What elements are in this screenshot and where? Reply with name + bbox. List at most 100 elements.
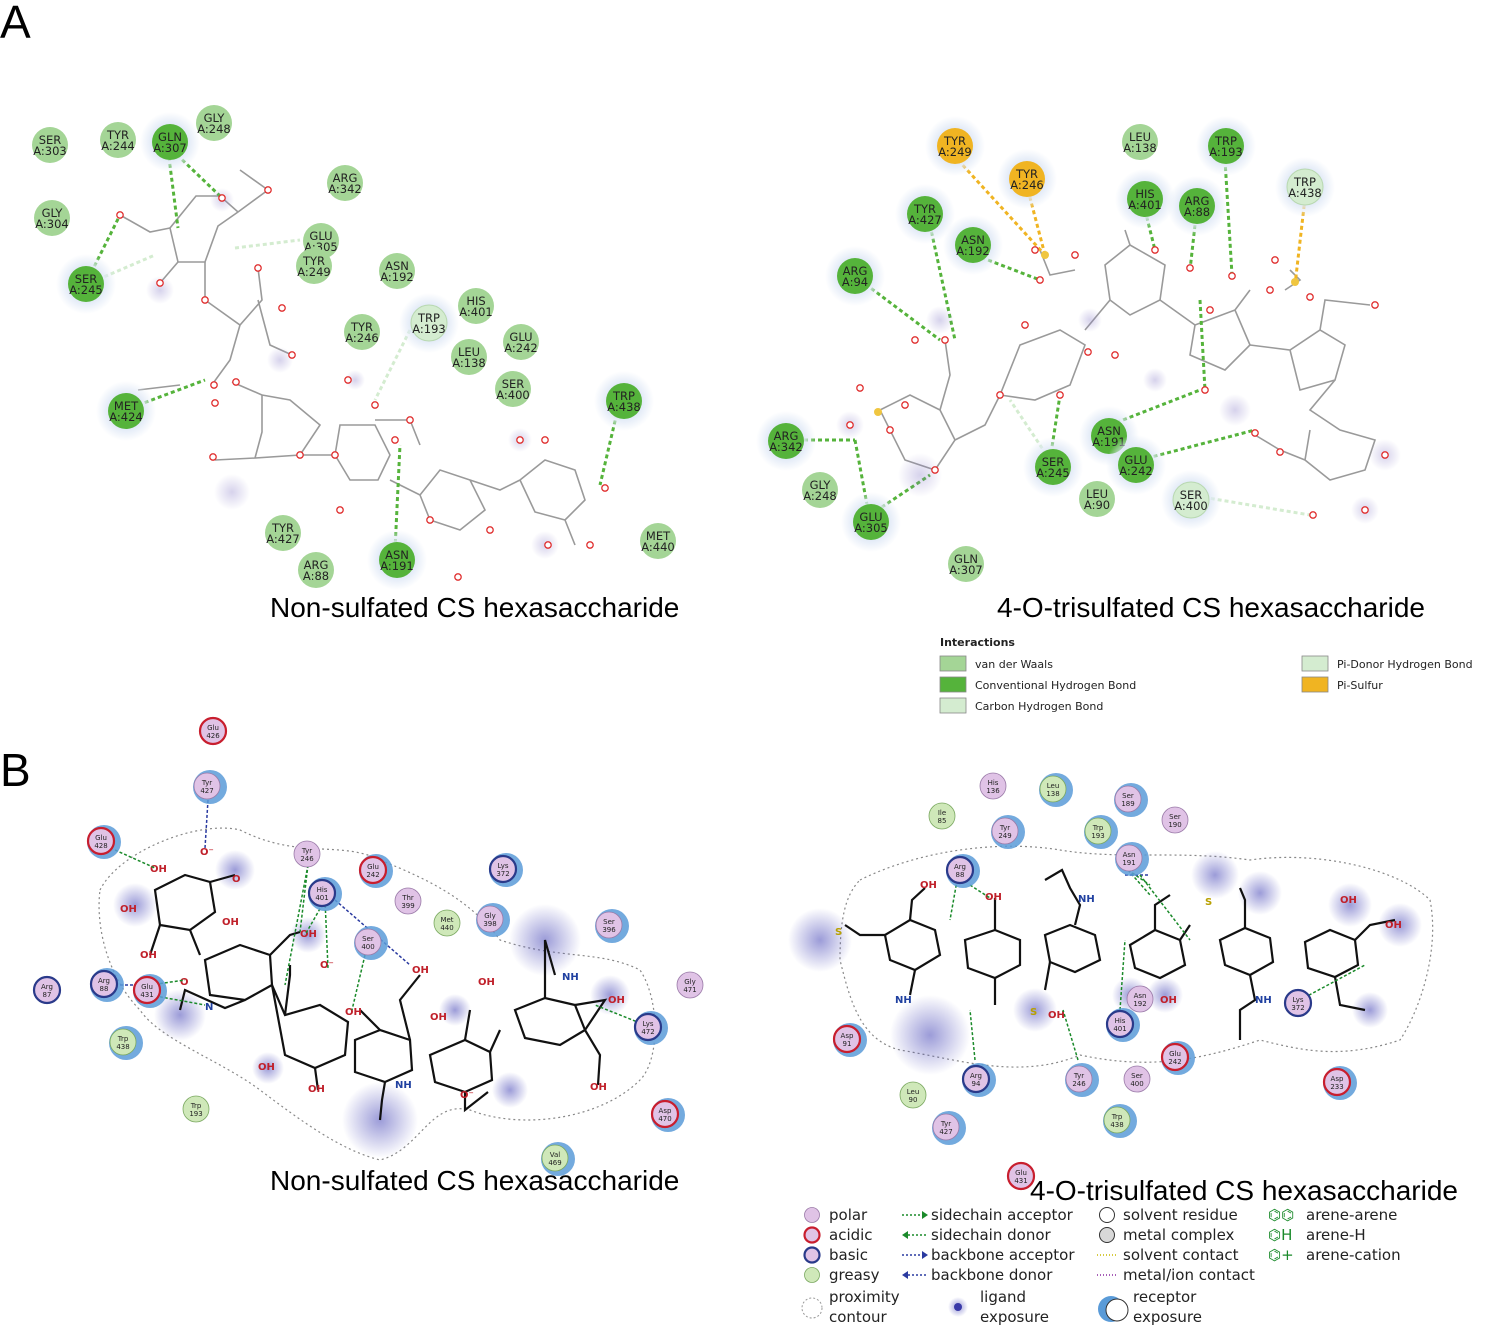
atom-oh: OH (120, 904, 137, 915)
residue-name: His (317, 886, 328, 894)
atom-oh: OH (140, 950, 157, 961)
residue-name: TRP (612, 389, 635, 403)
residue-id: 472 (641, 1028, 654, 1036)
residue-id: A:90 (1084, 498, 1110, 512)
residue-id: A:424 (109, 410, 143, 424)
residue-name: GLN (158, 130, 182, 144)
legend-label: sidechain donor (931, 1226, 1052, 1244)
residue-id: A:248 (803, 489, 837, 503)
residue-id: 94 (972, 1080, 981, 1088)
residue-id: A:244 (101, 139, 135, 153)
residue-name: ASN (385, 548, 409, 562)
residue-id: A:401 (459, 305, 493, 319)
atom-ho: OH (1048, 1010, 1065, 1021)
residue-id: 431 (1014, 1177, 1027, 1185)
residue-id: A:307 (153, 141, 187, 155)
legend-label: greasy (829, 1266, 880, 1284)
legend-label: metal/ion contact (1123, 1266, 1255, 1284)
residue-id: 438 (1110, 1121, 1123, 1129)
atom-s: S (835, 927, 842, 938)
panel-letter-b: B (0, 744, 31, 796)
residue-name: MET (114, 399, 139, 413)
residue-name: Tyr (940, 1120, 951, 1128)
residue-name: ARG (304, 558, 329, 572)
legend-label: exposure (980, 1308, 1049, 1326)
residue-name: Arg (98, 977, 110, 985)
residue-name: TYR (943, 134, 966, 148)
residue-name: LEU (458, 345, 480, 359)
atom-oh: OH (308, 1084, 325, 1095)
residue-name: Ser (362, 935, 374, 943)
atom-oh: OH (1385, 920, 1402, 931)
residue-name: Val (550, 1151, 561, 1159)
residue-id: A:138 (1123, 141, 1157, 155)
residue-name: Glu (95, 834, 107, 842)
residue-name: TRP (1214, 134, 1237, 148)
residue-name: Glu (141, 983, 153, 991)
residue-name: Arg (41, 983, 53, 991)
residue-name: MET (646, 529, 671, 543)
residue-id: 440 (440, 924, 453, 932)
residue-name: Glu (367, 863, 379, 871)
atom-oh: OH (608, 995, 625, 1006)
residue-id: A:138 (452, 356, 486, 370)
residue-name: Trp (117, 1035, 129, 1043)
residue-id: A:249 (938, 145, 972, 159)
residue-id: 372 (1291, 1004, 1304, 1012)
residue-name: TYR (913, 202, 936, 216)
residue-id: 427 (200, 787, 213, 795)
panel-letter-a: A (0, 0, 31, 48)
arene-icon: ⌬+ (1268, 1246, 1294, 1264)
residue-name: GLU (309, 229, 332, 243)
residue-id: A:440 (641, 540, 675, 554)
legend-solv-contact: solvent contact (1097, 1246, 1239, 1264)
legend-basic: basic (803, 1246, 868, 1264)
legend-label: backbone acceptor (931, 1246, 1075, 1264)
residue-name: SER (1180, 488, 1203, 502)
residue-id: A:305 (854, 521, 888, 535)
legend-metal: metal complex (1099, 1226, 1235, 1244)
residue-id: A:94 (842, 275, 868, 289)
residue-id: 91 (843, 1040, 852, 1048)
residue-name: Glu (1169, 1050, 1181, 1058)
residue-id: A:88 (303, 569, 329, 583)
residue-id: 190 (1168, 821, 1181, 829)
residue-name: ASN (1097, 424, 1121, 438)
legend-item: Conventional Hydrogen Bond (939, 676, 1136, 693)
residue-name: TYR (350, 320, 373, 334)
residue-id: 398 (483, 920, 496, 928)
title-b-right: 4-O-trisulfated CS hexasaccharide (1030, 1175, 1458, 1206)
residue-name: SER (75, 272, 98, 286)
residue-id: A:307 (949, 563, 983, 577)
atom-n: N (205, 1002, 213, 1013)
legend-label: arene-H (1306, 1226, 1366, 1244)
residue-name: Lys (642, 1020, 653, 1028)
atom-s: S (1030, 1007, 1037, 1018)
residue-name: HIS (1135, 187, 1154, 201)
residue-id: 87 (43, 991, 52, 999)
legend-label: arene-cation (1306, 1246, 1401, 1264)
residue-name: ASN (385, 259, 409, 273)
title-b-left: Non-sulfated CS hexasaccharide (270, 1165, 679, 1196)
residue-id: 85 (938, 817, 947, 825)
